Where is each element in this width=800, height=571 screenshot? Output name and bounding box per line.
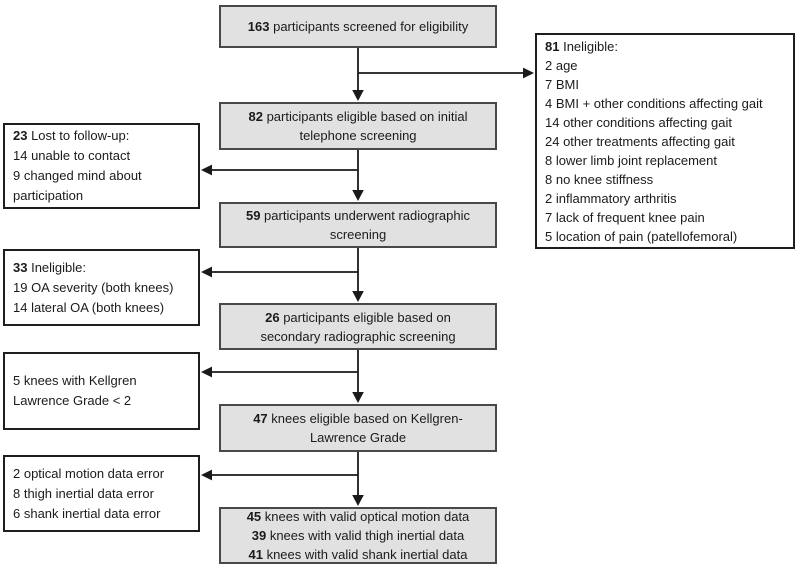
- text-line: 19 OA severity (both knees): [13, 278, 173, 298]
- count: 39: [251, 528, 267, 543]
- arrowhead-down-secondary: [352, 291, 364, 302]
- label: 8 thigh inertial data error: [13, 485, 154, 501]
- text-line: 6 shank inertial data error: [13, 504, 160, 524]
- label: participants eligible based on: [279, 309, 451, 325]
- label: participants screened for eligibility: [269, 19, 469, 34]
- box-ineligible-initial: 81 Ineligible: 2 age 7 BMI 4 BMI + other…: [535, 33, 795, 249]
- text-line: 7 lack of frequent knee pain: [545, 208, 705, 227]
- arrowhead-left-lost: [201, 164, 212, 176]
- label: secondary radiographic screening: [260, 328, 456, 344]
- label: participants underwent radiographic: [260, 208, 471, 223]
- label: participants eligible based on initial: [262, 109, 468, 124]
- text-line: 24 other treatments affecting gait: [545, 132, 735, 151]
- label: 4 BMI + other conditions affecting gait: [545, 95, 763, 111]
- text-line: screening: [330, 225, 386, 244]
- box-data-errors: 2 optical motion data error 8 thigh iner…: [3, 455, 200, 532]
- count: 41: [248, 547, 263, 562]
- text-line: 14 unable to contact: [13, 146, 130, 166]
- label: 9 changed mind about participation: [13, 168, 142, 203]
- text-line: Lawrence Grade: [310, 428, 406, 447]
- box-kl-grade-excluded: 5 knees with Kellgren Lawrence Grade < 2: [3, 352, 200, 430]
- text-line: 41 knees with valid shank inertial data: [249, 545, 468, 564]
- label: 2 inflammatory arthritis: [545, 190, 677, 206]
- text-line: 4 BMI + other conditions affecting gait: [545, 94, 763, 113]
- label: Ineligible:: [559, 38, 619, 54]
- count: 81: [545, 38, 560, 54]
- box-telephone-screening: 82 participants eligible based on initia…: [219, 102, 497, 150]
- count: 23: [13, 128, 28, 143]
- label: 19 OA severity (both knees): [13, 279, 174, 295]
- label: knees with valid shank inertial data: [262, 547, 468, 562]
- box-radiographic-screening: 59 participants underwent radiographic s…: [219, 202, 497, 248]
- text-line: 8 thigh inertial data error: [13, 484, 154, 504]
- text-line: 7 BMI: [545, 75, 579, 94]
- text-line: 59 participants underwent radiographic: [246, 206, 470, 225]
- text-line: 2 optical motion data error: [13, 464, 164, 484]
- label: screening: [329, 227, 387, 242]
- arrowhead-left-ineligible-radiographic: [201, 266, 212, 278]
- count: 47: [253, 411, 268, 426]
- text-line: 9 changed mind about participation: [13, 166, 194, 206]
- text-line: 23 Lost to follow-up:: [13, 126, 129, 146]
- text-line: 14 lateral OA (both knees): [13, 298, 164, 318]
- label: knees with valid thigh inertial data: [266, 528, 465, 543]
- label: 24 other treatments affecting gait: [545, 133, 735, 149]
- arrowhead-left-kl: [201, 366, 212, 378]
- box-lost-to-follow-up: 23 Lost to follow-up: 14 unable to conta…: [3, 123, 200, 209]
- label: 5 knees with Kellgren Lawrence Grade < 2: [13, 373, 137, 408]
- text-line: 2 inflammatory arthritis: [545, 189, 676, 208]
- label: 8 lower limb joint replacement: [545, 152, 717, 168]
- label: telephone screening: [299, 128, 417, 143]
- count: 82: [248, 109, 263, 124]
- text-line: 8 lower limb joint replacement: [545, 151, 717, 170]
- text-line: 39 knees with valid thigh inertial data: [252, 526, 464, 545]
- count: 163: [247, 19, 270, 34]
- count: 59: [245, 208, 261, 223]
- text-line: 14 other conditions affecting gait: [545, 113, 732, 132]
- label: Lost to follow-up:: [27, 128, 130, 143]
- count: 26: [265, 309, 280, 325]
- text-line: telephone screening: [299, 126, 416, 145]
- label: 14 lateral OA (both knees): [13, 299, 165, 315]
- arrowhead-down-telephone: [352, 90, 364, 101]
- arrowhead-down-radiographic: [352, 190, 364, 201]
- box-ineligible-radiographic: 33 Ineligible: 19 OA severity (both knee…: [3, 249, 200, 326]
- text-line: 5 knees with Kellgren Lawrence Grade < 2: [13, 371, 194, 411]
- text-line: 81 Ineligible:: [545, 37, 618, 56]
- arrowhead-down-kellgren: [352, 392, 364, 403]
- label: 2 age: [545, 57, 578, 73]
- label: 7 lack of frequent knee pain: [545, 209, 705, 225]
- box-secondary-radiographic: 26 participants eligible based on second…: [219, 303, 497, 350]
- arrowhead-right-ineligible: [523, 67, 534, 79]
- label: 14 unable to contact: [13, 148, 131, 163]
- text-line: 163 participants screened for eligibilit…: [248, 17, 468, 36]
- label: 2 optical motion data error: [13, 465, 165, 481]
- box-valid-data: 45 knees with valid optical motion data …: [219, 507, 497, 564]
- text-line: 2 age: [545, 56, 578, 75]
- arrowhead-down-valid: [352, 495, 364, 506]
- text-line: 33 Ineligible:: [13, 258, 86, 278]
- text-line: 45 knees with valid optical motion data: [247, 507, 470, 526]
- text-line: 8 no knee stiffness: [545, 170, 653, 189]
- label: 14 other conditions affecting gait: [545, 114, 732, 130]
- text-line: 5 location of pain (patellofemoral): [545, 227, 737, 246]
- label: knees with valid optical motion data: [261, 509, 470, 524]
- arrowhead-left-errors: [201, 469, 212, 481]
- label: 7 BMI: [545, 76, 579, 92]
- box-screened: 163 participants screened for eligibilit…: [219, 5, 497, 48]
- box-kellgren-lawrence: 47 knees eligible based on Kellgren- Law…: [219, 404, 497, 452]
- label: 8 no knee stiffness: [545, 171, 654, 187]
- count: 33: [13, 259, 28, 275]
- text-line: secondary radiographic screening: [260, 327, 455, 346]
- text-line: 82 participants eligible based on initia…: [249, 107, 468, 126]
- count: 45: [246, 509, 262, 524]
- text-line: 26 participants eligible based on: [265, 308, 451, 327]
- label: Ineligible:: [27, 259, 87, 275]
- label: Lawrence Grade: [309, 430, 407, 445]
- label: knees eligible based on Kellgren-: [267, 411, 463, 426]
- label: 6 shank inertial data error: [13, 505, 161, 521]
- text-line: 47 knees eligible based on Kellgren-: [253, 409, 463, 428]
- label: 5 location of pain (patellofemoral): [545, 228, 738, 244]
